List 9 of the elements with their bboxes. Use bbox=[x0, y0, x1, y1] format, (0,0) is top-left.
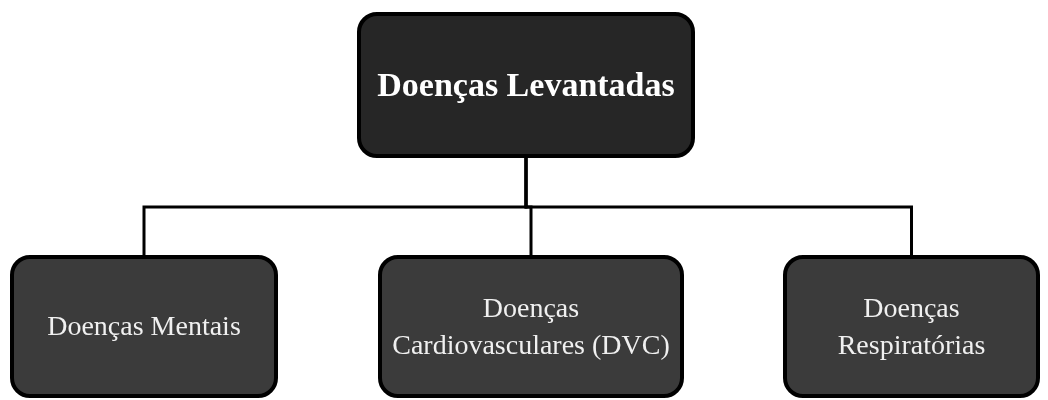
box-label: Doenças Cardiovasculares (DVC) bbox=[392, 291, 670, 362]
box-label: Doenças Respiratórias bbox=[836, 291, 987, 362]
connector-line bbox=[524, 158, 913, 255]
category-box bbox=[10, 255, 278, 398]
category-box bbox=[378, 255, 684, 398]
box-label: Doenças Mentais bbox=[47, 309, 241, 344]
category-box bbox=[783, 255, 1040, 398]
root-box bbox=[357, 12, 695, 158]
box-label: Doenças Levantadas bbox=[377, 64, 675, 105]
